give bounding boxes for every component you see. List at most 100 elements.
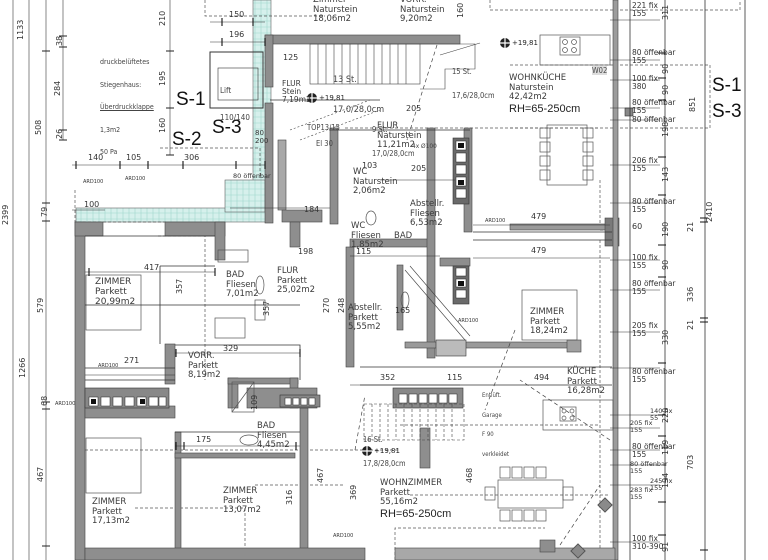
dim-125: 125 <box>283 53 299 62</box>
dim-100: 100 <box>84 200 100 209</box>
dim-ticks <box>75 18 708 551</box>
section-marker-s2-left: S-2 <box>172 129 202 150</box>
dim-115-a: 115 <box>356 247 372 256</box>
stairwell-note: druckbelüftetes Stiegenhaus: Überdruckkl… <box>100 58 154 156</box>
section-marker-s3-right: S-3 <box>712 101 742 122</box>
dim-210: 210 <box>158 10 167 26</box>
dim-r-311: 311 <box>661 4 670 20</box>
dim-205-b: 205 <box>411 164 427 173</box>
dim-r-330: 330 <box>661 329 670 345</box>
dim-140: 140 <box>88 153 104 162</box>
dim-352: 352 <box>380 373 396 382</box>
dim-579: 579 <box>36 297 45 313</box>
partitions <box>85 0 746 560</box>
dim-270: 270 <box>322 297 331 313</box>
flue-label: 4x Ø100 <box>412 142 437 150</box>
dim-271: 271 <box>124 356 140 365</box>
dim-109: 109 <box>250 394 259 410</box>
dim-316: 316 <box>285 489 294 505</box>
dim-468: 468 <box>465 467 474 483</box>
stair-main-label: 13 St. 17,0/28,0cm <box>333 75 385 115</box>
ard-label-6: ARD100 <box>458 318 479 324</box>
lift <box>209 51 264 109</box>
dim-508: 508 <box>34 119 43 135</box>
dim-r-90b: 90 <box>661 84 670 95</box>
section-marker-s3-left: S-3 <box>212 117 242 138</box>
dim-105: 105 <box>126 153 142 162</box>
ard-label-7: ARD100 <box>333 533 354 539</box>
dim-r-90c: 90 <box>661 259 670 270</box>
dim-196: 196 <box>229 30 245 39</box>
top13-label: TOP13/15 <box>307 123 340 132</box>
dim-38: 38 <box>55 35 64 46</box>
dim-1266: 1266 <box>18 357 27 378</box>
dim-195: 195 <box>158 70 167 86</box>
dim-103: 103 <box>362 161 378 170</box>
stair-inner-label: 9 St. 17,0/28,0cm <box>372 125 415 158</box>
dim-479-a: 479 <box>531 212 547 221</box>
dim-160-top: 160 <box>456 2 465 18</box>
dim-184: 184 <box>304 205 320 214</box>
level-markers <box>307 38 510 456</box>
dim-357-a: 357 <box>175 278 184 294</box>
dim-60: 60 <box>632 222 643 231</box>
dim-68: 68 <box>40 395 49 406</box>
dim-329: 329 <box>223 344 239 353</box>
w02-label: W02 <box>592 66 608 75</box>
dim-r-21b: 21 <box>686 319 695 330</box>
ard-label-3: ARD100 <box>98 363 119 369</box>
dim-284: 284 <box>53 80 62 96</box>
room-bad-label: BAD <box>394 231 413 241</box>
section-marker-s1-right: S-1 <box>712 75 742 96</box>
diagonal-dashed <box>354 44 611 546</box>
dim-115-b: 115 <box>447 373 463 382</box>
dim-357-b: 357 <box>262 300 271 316</box>
left-dimension-lines <box>12 0 171 560</box>
stair-upper-right-label: 15 St. 17,6/28,0cm <box>452 67 495 100</box>
plants <box>570 497 613 559</box>
ard-label-1: ARD100 <box>83 179 104 185</box>
ard-label-2: ARD100 <box>125 176 146 182</box>
section-marker-s1-left: S-1 <box>176 89 206 110</box>
dim-467-l: 467 <box>36 466 45 482</box>
stair-living-label: 16 St. 17,8/28,0cm <box>363 435 406 468</box>
dim-369: 369 <box>349 484 358 500</box>
dim-306: 306 <box>184 153 200 162</box>
furniture <box>85 34 614 522</box>
dim-r-336: 336 <box>686 286 695 302</box>
window-label-topleft: 80 öffenbar <box>233 172 271 180</box>
dim-lines <box>72 19 660 543</box>
dim-r-851: 851 <box>688 96 697 112</box>
dim-175: 175 <box>196 435 212 444</box>
el30-label: El 30 <box>316 139 333 148</box>
